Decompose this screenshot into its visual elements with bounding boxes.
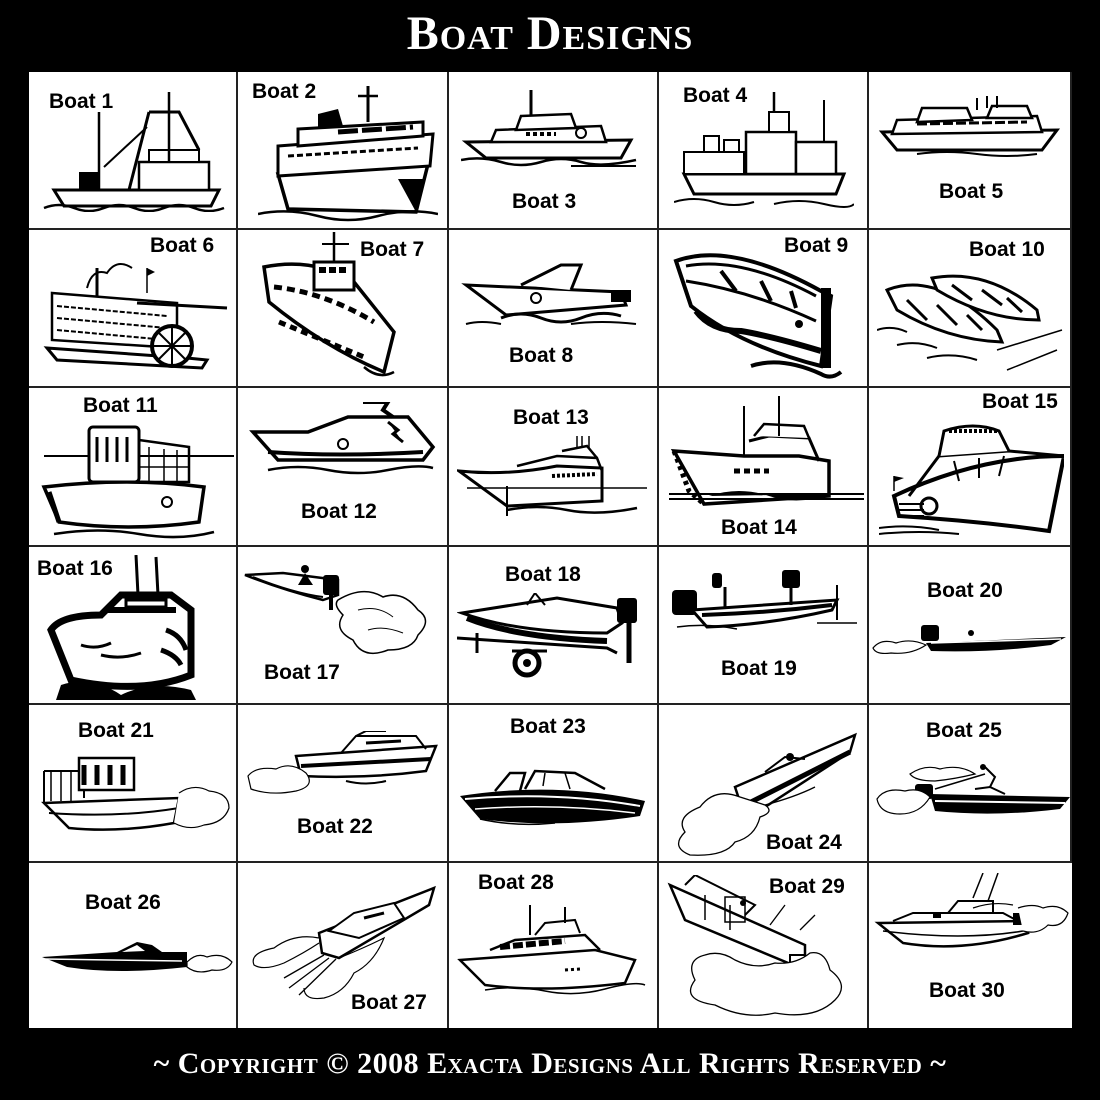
sport-yacht-icon <box>249 402 436 475</box>
boat-label: Boat 2 <box>252 80 317 103</box>
boat-label: Boat 6 <box>150 234 215 257</box>
sportfisher-icon <box>874 873 1069 948</box>
bass-boat-wake-icon <box>244 565 427 655</box>
boat-trailer-icon <box>457 593 637 678</box>
sport-cruiser-icon <box>252 885 436 1000</box>
boat-cell-2[interactable]: Boat 2 <box>238 72 449 230</box>
boat-cell-25[interactable]: Boat 25 <box>869 705 1072 863</box>
boat-label: Boat 12 <box>301 500 377 523</box>
motor-yacht-flybridge-icon <box>457 905 646 995</box>
boat-cell-1[interactable]: Boat 1 <box>29 72 238 230</box>
boat-label: Boat 18 <box>505 563 581 586</box>
boat-label: Boat 13 <box>513 406 589 429</box>
twin-rowboats-icon <box>877 274 1063 371</box>
bold-cruiser-icon <box>47 555 196 700</box>
bass-boat-icon <box>672 570 857 630</box>
boat-cell-21[interactable]: Boat 21 <box>29 705 238 863</box>
boat-cell-17[interactable]: Boat 17 <box>238 547 449 705</box>
cruise-liner-icon <box>878 96 1061 157</box>
center-console-fishing-icon <box>667 875 842 1016</box>
boat-label: Boat 26 <box>85 891 161 914</box>
cargo-ship-icon <box>674 92 854 208</box>
boat-label: Boat 10 <box>969 238 1045 261</box>
boat-label: Boat 7 <box>360 238 425 261</box>
paddle-steamer-icon <box>43 263 228 370</box>
boat-label: Boat 30 <box>929 979 1005 1002</box>
boat-cell-8[interactable]: Boat 8 <box>449 230 659 388</box>
boat-cell-6[interactable]: Boat 6 <box>29 230 238 388</box>
boat-label: Boat 24 <box>766 831 842 854</box>
boat-label: Boat 27 <box>351 991 427 1014</box>
boat-cell-23[interactable]: Boat 23 <box>449 705 659 863</box>
performance-cruiser-icon <box>678 732 857 856</box>
boat-label: Boat 25 <box>926 719 1002 742</box>
boat-label: Boat 20 <box>927 579 1003 602</box>
tugboat-icon <box>41 425 234 539</box>
boat-label: Boat 28 <box>478 871 554 894</box>
express-cruiser-icon <box>879 424 1064 535</box>
boat-label: Boat 19 <box>721 657 797 680</box>
boat-label: Boat 15 <box>982 390 1058 413</box>
boat-cell-10[interactable]: Boat 10 <box>869 230 1072 388</box>
cruise-ferry-icon <box>258 86 438 222</box>
boat-label: Boat 5 <box>939 180 1004 203</box>
boat-cell-20[interactable]: Boat 20 <box>869 547 1072 705</box>
boat-cell-19[interactable]: Boat 19 <box>659 547 869 705</box>
boat-cell-9[interactable]: Boat 9 <box>659 230 869 388</box>
boat-label: Boat 3 <box>512 190 577 213</box>
boat-label: Boat 11 <box>83 394 158 417</box>
boat-cell-7[interactable]: Boat 7 <box>238 230 449 388</box>
boat-cell-27[interactable]: Boat 27 <box>238 863 449 1028</box>
boat-label: Boat 9 <box>784 234 849 257</box>
boat-cell-4[interactable]: Boat 4 <box>659 72 869 230</box>
boat-grid: Boat 1 Boat 2 <box>29 72 1072 1028</box>
boat-label: Boat 21 <box>78 719 154 742</box>
boat-label: Boat 14 <box>721 516 797 539</box>
bowrider-icon <box>460 769 645 826</box>
boat-label: Boat 16 <box>37 557 113 580</box>
flybridge-cruiser-icon <box>247 731 438 794</box>
offshore-racer-icon <box>42 942 233 973</box>
trawler-ship-icon <box>43 92 225 212</box>
passenger-ferry-icon <box>262 232 396 377</box>
trawler-yacht-icon <box>669 396 864 506</box>
boat-label: Boat 1 <box>49 90 114 113</box>
boat-cell-26[interactable]: Boat 26 <box>29 863 238 1028</box>
boat-label: Boat 23 <box>510 715 586 738</box>
boat-cell-5[interactable]: Boat 5 <box>869 72 1072 230</box>
boat-cell-30[interactable]: Boat 30 <box>869 863 1072 1028</box>
boat-label: Boat 8 <box>509 344 574 367</box>
ski-boat-icon <box>876 764 1070 815</box>
cabin-cruiser-icon <box>461 263 637 325</box>
boat-label: Boat 29 <box>769 875 845 898</box>
boat-cell-28[interactable]: Boat 28 <box>449 863 659 1028</box>
boat-cell-12[interactable]: Boat 12 <box>238 388 449 547</box>
boat-cell-13[interactable]: Boat 13 <box>449 388 659 547</box>
boat-cell-18[interactable]: Boat 18 <box>449 547 659 705</box>
page-title: Boat Designs <box>406 7 694 60</box>
boat-cell-15[interactable]: Boat 15 <box>869 388 1072 547</box>
motor-yacht-icon <box>461 90 637 167</box>
copyright-footer: ~ Copyright © 2008 Exacta Designs All Ri… <box>153 1047 947 1080</box>
speed-boat-icon <box>872 625 1066 655</box>
boat-label: Boat 4 <box>683 84 748 107</box>
boat-label: Boat 22 <box>297 815 373 838</box>
mega-yacht-icon <box>457 436 647 516</box>
boat-cell-3[interactable]: Boat 3 <box>449 72 659 230</box>
pilothouse-boat-icon <box>41 756 230 831</box>
boat-cell-22[interactable]: Boat 22 <box>238 705 449 863</box>
boat-cell-29[interactable]: Boat 29 <box>659 863 869 1028</box>
boat-cell-14[interactable]: Boat 14 <box>659 388 869 547</box>
rowboat-icon <box>673 253 843 379</box>
boat-cell-11[interactable]: Boat 11 <box>29 388 238 547</box>
boat-label: Boat 17 <box>264 661 340 684</box>
boat-cell-24[interactable]: Boat 24 <box>659 705 869 863</box>
boat-cell-16[interactable]: Boat 16 <box>29 547 238 705</box>
